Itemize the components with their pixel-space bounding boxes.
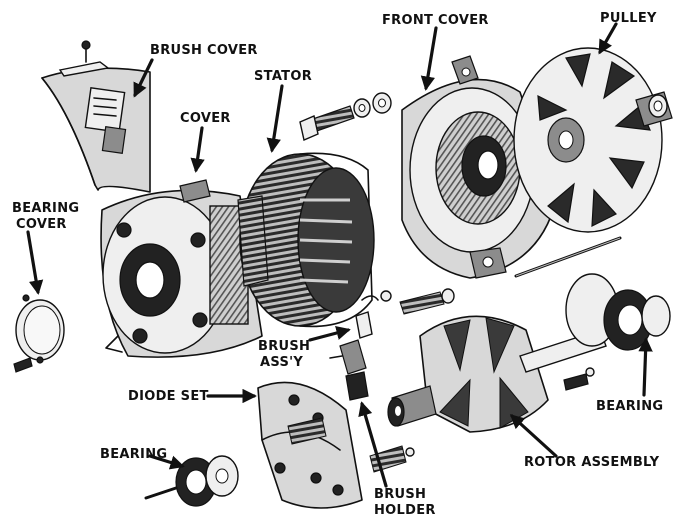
label-bearing-right: BEARING: [596, 399, 663, 414]
arrow-pulley: [598, 22, 618, 55]
label-brush-holder-line1: BRUSH: [374, 487, 426, 502]
diode-set-part: [257, 381, 415, 509]
label-bearing-left: BEARING: [100, 447, 167, 462]
arrow-brush-holder: [358, 401, 388, 488]
brush-cover-part: [41, 40, 151, 193]
arrow-brush-assy: [308, 325, 351, 342]
rotor-assembly-part: [387, 315, 607, 433]
arrow-stator: [266, 84, 284, 153]
callout-arrows: [26, 22, 653, 488]
label-bearing-cover-line2: COVER: [16, 217, 67, 232]
bearing-left-part: [144, 455, 239, 507]
pulley-fan-part: [513, 47, 673, 278]
arrow-brush-cover: [133, 58, 154, 98]
arrow-front-cover: [420, 26, 438, 91]
label-brush-cover: BRUSH COVER: [150, 43, 258, 58]
stator-part: [237, 152, 375, 328]
label-brush-assy-line2: ASS'Y: [260, 355, 303, 370]
brush-assembly-part: [329, 288, 455, 401]
arrow-bearing-cover: [26, 230, 44, 295]
arrow-bearing-right: [638, 337, 653, 397]
label-brush-assy-line1: BRUSH: [258, 339, 310, 354]
label-brush-holder-line2: HOLDER: [374, 503, 436, 518]
arrow-bearing-left: [148, 454, 185, 470]
bearing-right-part: [563, 273, 671, 391]
label-pulley: PULLEY: [600, 11, 657, 26]
bearing-cover-part: [13, 294, 65, 373]
label-cover: COVER: [180, 111, 231, 126]
through-bolt-set: [299, 92, 392, 141]
label-front-cover: FRONT COVER: [382, 13, 489, 28]
arrow-cover: [190, 126, 205, 173]
label-stator: STATOR: [254, 69, 312, 84]
label-rotor-assembly: ROTOR ASSEMBLY: [524, 455, 660, 470]
arrow-rotor-assembly: [509, 414, 558, 458]
callout-labels: FRONT COVER PULLEY BRUSH COVER STATOR CO…: [12, 11, 663, 518]
label-bearing-cover-line1: BEARING: [12, 201, 79, 216]
label-diode-set: DIODE SET: [128, 389, 209, 404]
